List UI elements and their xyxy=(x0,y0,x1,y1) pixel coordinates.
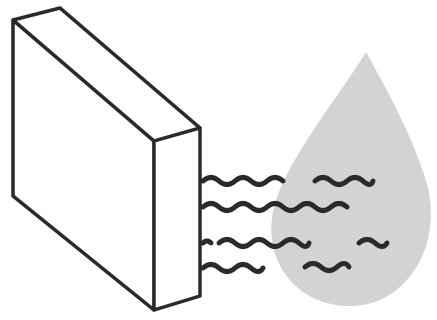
wave-line xyxy=(200,175,286,187)
wave-line xyxy=(356,237,390,249)
wave-icon xyxy=(200,175,390,274)
wave-line xyxy=(200,201,350,213)
panel-icon xyxy=(11,6,202,312)
wave-line xyxy=(312,175,376,187)
wave-line xyxy=(216,237,312,249)
wave-line xyxy=(200,238,214,246)
panel-front-face xyxy=(152,126,202,312)
wave-line xyxy=(302,261,352,273)
wave-line xyxy=(200,262,266,274)
